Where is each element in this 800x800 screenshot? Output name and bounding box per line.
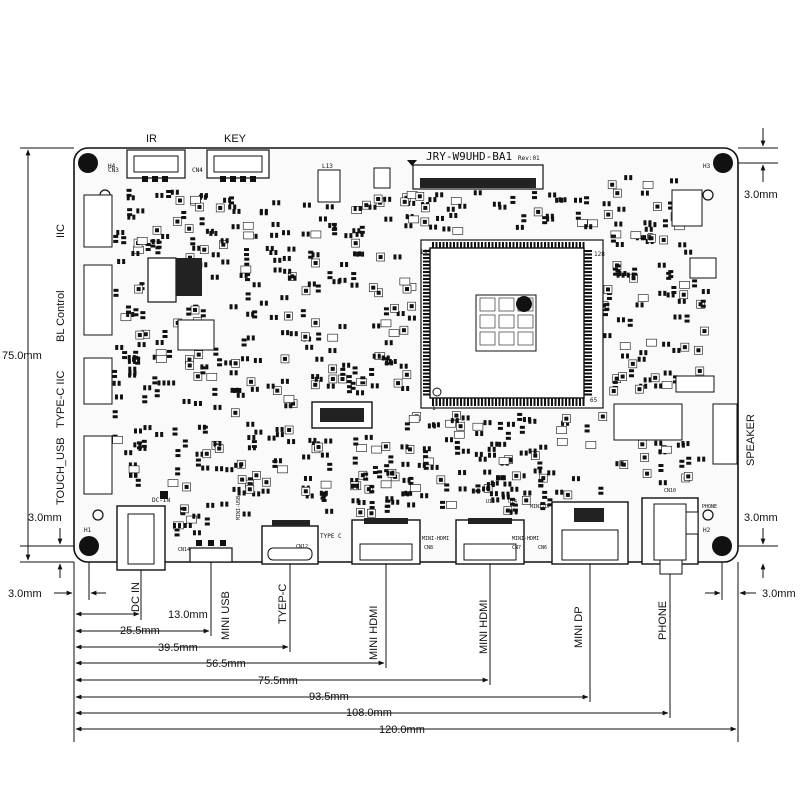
silk-dc-in: DC-IN xyxy=(152,497,170,504)
key-connector xyxy=(206,149,270,182)
dim-phone: 108.0mm xyxy=(346,707,392,719)
label-bl-control: BL Control xyxy=(55,290,67,342)
silk-u14: U14 xyxy=(508,499,517,505)
dim-height: 75.0mm xyxy=(2,350,42,362)
hole-label-h2: H2 xyxy=(703,527,711,534)
silk-cn12: CN12 xyxy=(296,544,308,550)
label-mini-dp: MINI DP xyxy=(573,606,585,648)
mounting-hole-h3 xyxy=(713,153,733,173)
silk-mini-usb: MINI-USB xyxy=(236,496,242,520)
silk-cn10: CN10 xyxy=(664,488,676,494)
label-iic: IIC xyxy=(55,224,67,238)
dim-margin-right-mid: 3.0mm xyxy=(744,512,778,524)
silk-mini-hdmi-1: MINI-HDMI xyxy=(422,536,449,542)
chip-pin-65: 65 xyxy=(590,397,598,404)
dim-mini-dp: 93.5mm xyxy=(309,691,349,703)
phone-jack xyxy=(641,497,699,575)
left-connectors xyxy=(83,194,113,495)
silk-cn8: CN8 xyxy=(424,545,433,551)
board-rev: Rev:01 xyxy=(518,155,540,162)
dimension-lines xyxy=(20,128,778,742)
label-mini-hdmi-2: MINI HDMI xyxy=(478,600,490,654)
dim-mini-hdmi-1: 56.5mm xyxy=(206,658,246,670)
chip-pin-1: 1 xyxy=(432,405,436,412)
label-speaker: SPEAKER xyxy=(745,414,757,466)
label-typec-iic: TYPE-C IIC xyxy=(55,370,67,428)
dim-margin-bottom-left: 3.0mm xyxy=(8,588,42,600)
dim-type-c: 39.5mm xyxy=(158,642,198,654)
silk-mini-hdmi-2: MINI-HDMI xyxy=(512,536,539,542)
label-phone: PHONE xyxy=(657,601,669,640)
mini-usb-port xyxy=(189,540,233,563)
mounting-hole-h4 xyxy=(78,153,98,173)
hole-label-h4: H4 xyxy=(108,163,116,170)
ir-connector xyxy=(126,149,186,182)
dim-dc-in: 13.0mm xyxy=(168,609,208,621)
silk-phone: PHONE xyxy=(702,504,717,510)
silk-type-c: TYPE C xyxy=(320,533,342,540)
silk-u13: U13 xyxy=(486,499,495,505)
silk-cn3: CN3 xyxy=(108,167,119,174)
hole-label-h3: H3 xyxy=(703,163,711,170)
label-touch-usb: TOUCH_USB xyxy=(55,437,67,505)
silk-cn14: CN14 xyxy=(178,547,190,553)
dim-margin-left-mid: 3.0mm xyxy=(28,512,62,524)
main-chip xyxy=(420,239,604,409)
mounting-hole-h2 xyxy=(712,536,732,556)
silk-cn7: CN7 xyxy=(512,545,521,551)
label-ir: IR xyxy=(146,133,157,145)
mini-hdmi-port-1 xyxy=(351,518,421,565)
dim-mini-hdmi-2: 75.5mm xyxy=(258,675,298,687)
label-mini-hdmi-1: MINI HDMI xyxy=(368,606,380,660)
pcb-board: JRY-W9UHD-BA1 Rev:01 H4 H3 H1 H2 CN3 CN4… xyxy=(73,147,739,575)
type-c-port xyxy=(261,520,319,565)
chip-pin-193: 193 xyxy=(420,249,431,256)
hole-label-h1: H1 xyxy=(84,527,92,534)
label-key: KEY xyxy=(224,133,247,145)
mounting-hole-h1 xyxy=(79,536,99,556)
silk-cn6: CN6 xyxy=(538,545,547,551)
chip-pin-128: 128 xyxy=(594,251,605,258)
dim-width: 120.0mm xyxy=(379,724,425,736)
dim-mini-usb: 25.5mm xyxy=(120,625,160,637)
board-model: JRY-W9UHD-BA1 xyxy=(426,150,512,163)
silk-l13: L13 xyxy=(322,163,333,170)
silk-mini-dp: MINI-DP xyxy=(530,504,551,510)
lcd-connector xyxy=(407,160,544,190)
dim-margin-top-right: 3.0mm xyxy=(744,189,778,201)
component-field xyxy=(112,175,710,537)
label-dc-in: DC IN xyxy=(130,582,142,612)
dim-margin-bottom-right: 3.0mm xyxy=(762,588,796,600)
silk-cn4: CN4 xyxy=(192,167,203,174)
label-type-c: TYEP-C xyxy=(277,584,289,624)
mini-hdmi-port-2 xyxy=(455,518,525,565)
label-mini-usb: MINI USB xyxy=(220,591,232,640)
mini-dp-port xyxy=(551,501,629,565)
speaker-connector xyxy=(712,403,738,465)
